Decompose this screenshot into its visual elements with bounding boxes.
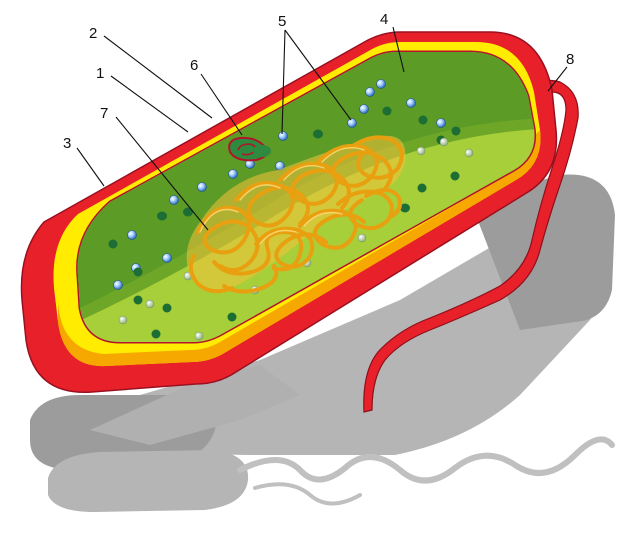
callout-1: 1 bbox=[96, 65, 104, 82]
leader-3 bbox=[77, 148, 104, 186]
callout-7: 7 bbox=[100, 105, 108, 122]
leader-1 bbox=[111, 76, 188, 132]
callout-3: 3 bbox=[63, 135, 71, 152]
callout-2: 2 bbox=[89, 25, 97, 42]
callout-5: 5 bbox=[278, 13, 286, 30]
callout-6: 6 bbox=[190, 57, 198, 74]
leader-2 bbox=[104, 36, 212, 118]
callout-4: 4 bbox=[380, 11, 388, 28]
callout-8: 8 bbox=[566, 51, 574, 68]
